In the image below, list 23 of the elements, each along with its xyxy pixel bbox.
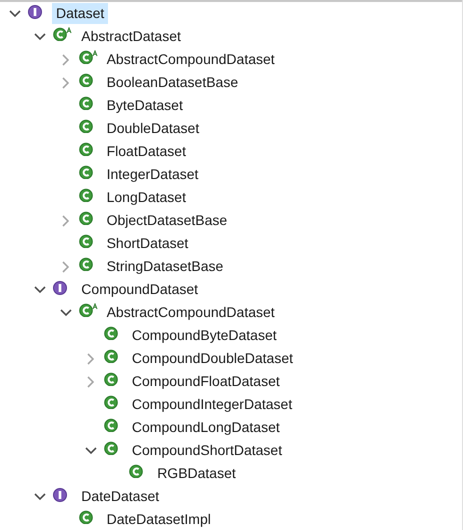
tree-item-label: Dataset xyxy=(52,3,108,24)
tree-item-label: CompoundFloatDataset xyxy=(130,372,281,391)
tree-item-label: AbstractCompoundDataset xyxy=(106,303,276,322)
tree-item-label: BooleanDatasetBase xyxy=(106,73,240,92)
tree-item-label: StringDatasetBase xyxy=(106,257,224,276)
tree-item-label: ObjectDatasetBase xyxy=(106,211,228,230)
tree-item-label: DateDatasetImpl xyxy=(106,510,212,529)
tree-item-label: CompoundDataset xyxy=(80,280,200,299)
tree-item-label: CompoundByteDataset xyxy=(130,326,278,345)
tree-item-label: AbstractCompoundDataset xyxy=(106,50,276,69)
tree-item-label: AbstractDataset xyxy=(80,27,182,46)
tree-item-label: ShortDataset xyxy=(106,234,190,253)
tree-item-label: CompoundShortDataset xyxy=(130,441,284,460)
tree-item-label: CompoundIntegerDataset xyxy=(130,395,294,414)
tree-item-label: ByteDataset xyxy=(106,96,184,115)
tree-item-label: DateDataset xyxy=(80,487,160,506)
tree-item-label: RGBDataset xyxy=(156,464,237,483)
tree-item-label: DoubleDataset xyxy=(106,119,200,138)
tree-item-label: CompoundLongDataset xyxy=(130,418,281,437)
tree-item-label: CompoundDoubleDataset xyxy=(130,349,294,368)
tree-item-label: IntegerDataset xyxy=(106,165,200,184)
tree-item-label: FloatDataset xyxy=(106,142,187,161)
tree-item-label: LongDataset xyxy=(106,188,187,207)
